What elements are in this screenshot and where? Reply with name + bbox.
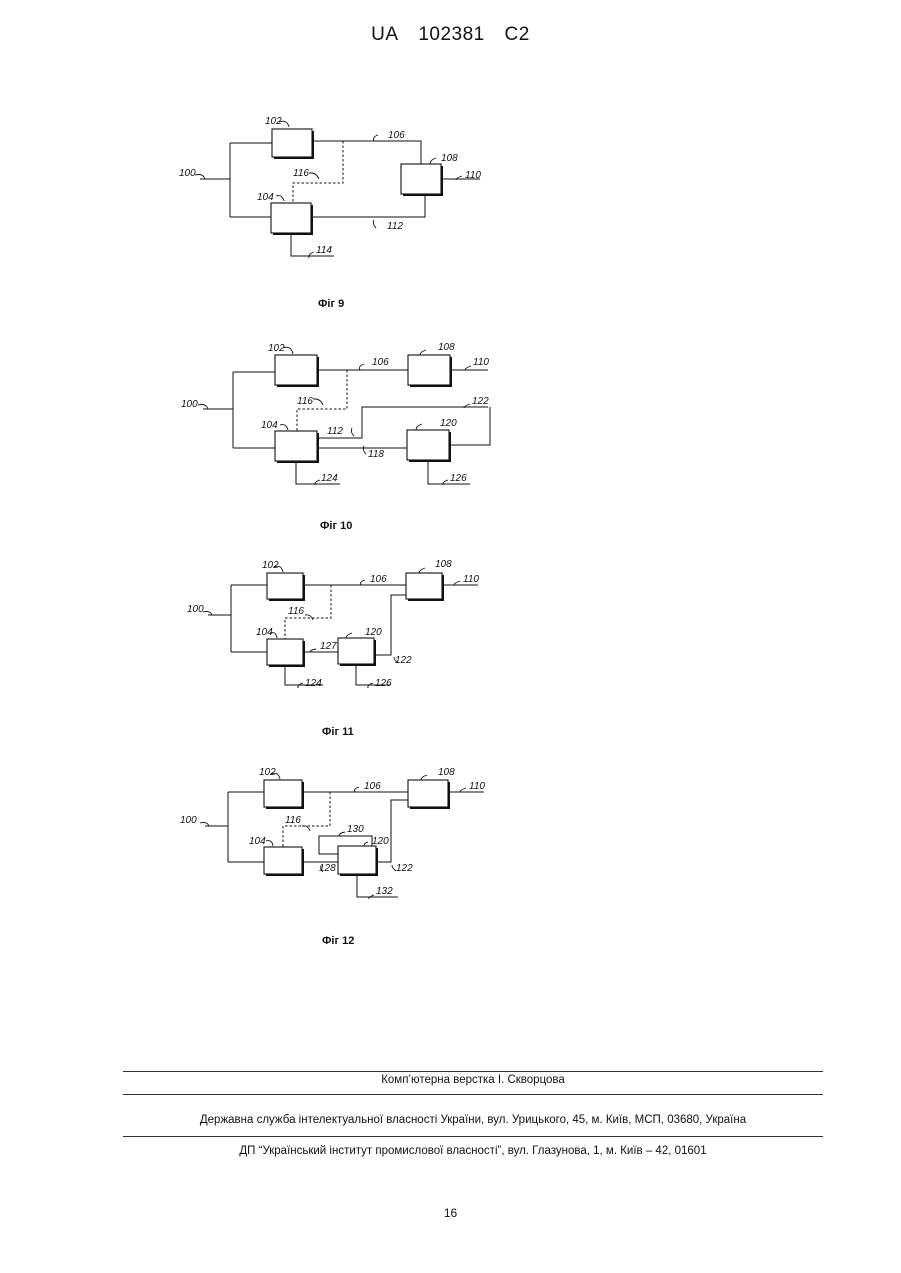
fig11-label-102: 102: [262, 560, 279, 571]
fig9-box-102: [272, 129, 312, 157]
fig10-label-112: 112: [327, 426, 343, 437]
fig9-label-102: 102: [265, 116, 282, 127]
patent-header: UA 102381 C2: [0, 24, 901, 46]
patent-kind: C2: [505, 24, 530, 45]
fig12-label-120: 120: [372, 836, 389, 847]
fig9-label-114: 114: [316, 245, 332, 256]
fig11-box-108: [406, 573, 442, 599]
fig12-label-108: 108: [438, 767, 455, 778]
figure-10: 100 102 104 106 108 110 112 116 118 120 …: [0, 330, 901, 540]
fig12-box-120: [338, 846, 376, 874]
fig9-label-116: 116: [293, 168, 309, 179]
fig10-label-100: 100: [181, 399, 198, 410]
fig10-box-120: [407, 430, 449, 460]
footer-agency: Державна служба інтелектуальної власност…: [123, 1114, 823, 1126]
fig11-label-116: 116: [288, 606, 304, 617]
footer-rule-top: [123, 1071, 823, 1072]
fig11-label-127: 127: [320, 641, 337, 652]
fig12-label-102: 102: [259, 767, 276, 778]
figure-11: 100 102 104 106 108 110 116 120 122 124 …: [0, 555, 901, 745]
fig12-label-128: 128: [319, 863, 336, 874]
fig9-label-112: 112: [387, 221, 403, 232]
fig12-caption: Фіг 12: [322, 935, 354, 947]
footer-institute: ДП “Український інститут промислової вла…: [123, 1145, 823, 1157]
fig12-label-130: 130: [347, 824, 364, 835]
fig10-label-102: 102: [268, 343, 285, 354]
fig11-box-102: [267, 573, 303, 599]
fig10-label-120: 120: [440, 418, 457, 429]
fig12-label-116: 116: [285, 815, 301, 826]
fig12-label-104: 104: [249, 836, 266, 847]
fig10-box-104: [275, 431, 317, 461]
footer-rule-bottom: [123, 1136, 823, 1137]
fig10-label-116: 116: [297, 396, 313, 407]
fig12-label-100: 100: [180, 815, 197, 826]
fig9-box-104: [271, 203, 311, 233]
fig11-label-100: 100: [187, 604, 204, 615]
footer-typesetter: Комп’ютерна верстка І. Скворцова: [123, 1074, 823, 1086]
figure-12: 100 102 104 106 108 110 116 120 122 128 …: [0, 760, 901, 955]
fig11-label-124: 124: [305, 678, 322, 689]
fig10-caption: Фіг 10: [320, 520, 352, 532]
fig9-label-100: 100: [179, 168, 196, 179]
fig12-label-122: 122: [396, 863, 413, 874]
page-number: 16: [0, 1206, 901, 1220]
fig12-label-110: 110: [469, 781, 485, 792]
fig10-label-122: 122: [472, 396, 489, 407]
fig11-label-106: 106: [370, 574, 387, 585]
fig10-label-124: 124: [321, 473, 338, 484]
fig10-label-108: 108: [438, 342, 455, 353]
fig11-label-108: 108: [435, 559, 452, 570]
fig9-caption: Фіг 9: [318, 298, 344, 310]
fig11-caption: Фіг 11: [322, 726, 354, 738]
fig11-label-120: 120: [365, 627, 382, 638]
fig12-label-132: 132: [376, 886, 393, 897]
fig10-box-108: [408, 355, 450, 385]
fig9-box-108: [401, 164, 441, 194]
fig11-label-104: 104: [256, 627, 273, 638]
fig11-label-110: 110: [463, 574, 479, 585]
fig12-box-108: [408, 780, 448, 807]
fig11-label-122: 122: [395, 655, 412, 666]
fig9-label-110: 110: [465, 170, 481, 181]
figure-9: 100 102 104 106 108 110 112 114 116 Фіг …: [0, 100, 901, 320]
fig9-label-106: 106: [388, 130, 405, 141]
fig9-label-104: 104: [257, 192, 274, 203]
fig10-box-102: [275, 355, 317, 385]
fig11-box-104: [267, 639, 303, 665]
patent-number: 102381: [418, 24, 484, 45]
fig10-label-118: 118: [368, 449, 384, 460]
fig10-label-110: 110: [473, 357, 489, 368]
fig9-label-108: 108: [441, 153, 458, 164]
fig10-label-104: 104: [261, 420, 278, 431]
fig11-box-120: [338, 638, 374, 664]
fig12-box-102: [264, 780, 302, 807]
fig12-box-104: [264, 847, 302, 874]
fig10-label-126: 126: [450, 473, 467, 484]
patent-country: UA: [371, 24, 398, 45]
fig11-label-126: 126: [375, 678, 392, 689]
fig10-label-106: 106: [372, 357, 389, 368]
footer-rule-middle: [123, 1094, 823, 1095]
fig12-label-106: 106: [364, 781, 381, 792]
